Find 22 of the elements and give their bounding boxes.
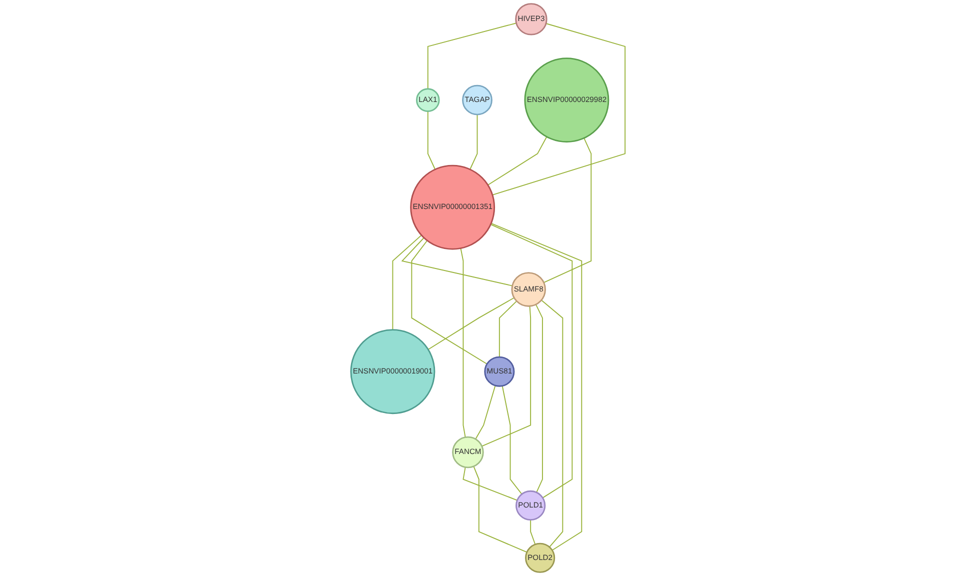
connector — [498, 300, 518, 358]
connector — [540, 300, 564, 548]
connector — [473, 466, 528, 553]
connector — [470, 114, 478, 170]
connector — [428, 297, 515, 350]
connector — [490, 222, 582, 551]
connector — [535, 304, 543, 493]
connector — [543, 138, 592, 284]
connector — [427, 110, 436, 170]
connector — [401, 237, 513, 286]
connector — [392, 234, 422, 330]
connector — [530, 519, 536, 545]
connector — [411, 240, 488, 364]
connector — [481, 306, 532, 447]
connector — [492, 23, 626, 196]
connector — [427, 22, 517, 90]
connector — [487, 136, 548, 186]
connector — [460, 248, 466, 438]
connector — [462, 466, 518, 501]
connector — [475, 385, 496, 440]
connector — [490, 224, 573, 498]
connector — [502, 385, 522, 495]
